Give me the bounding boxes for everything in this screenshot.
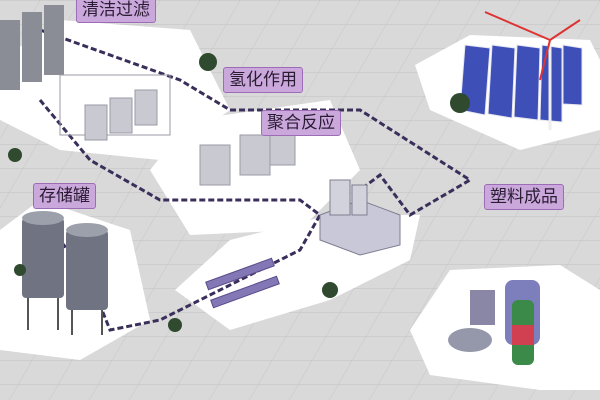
trees	[8, 53, 470, 332]
label-plastic-products: 塑料成品	[484, 184, 564, 210]
label-storage-tanks: 存储罐	[33, 183, 96, 209]
label-polymerization: 聚合反应	[261, 110, 341, 136]
wind-turbine	[484, 11, 581, 130]
reaction-equipment	[199, 129, 296, 186]
label-cleaning-filtering: 清洁过滤	[76, 0, 156, 23]
silos	[0, 5, 64, 90]
plastic-products	[448, 280, 540, 365]
process-pipes	[205, 257, 280, 309]
pipeline	[38, 28, 473, 332]
storage-tanks	[22, 211, 108, 335]
cleaning-equipment	[59, 74, 171, 141]
polymer-unit	[319, 179, 401, 256]
label-hydrogenation: 氢化作用	[223, 67, 303, 93]
